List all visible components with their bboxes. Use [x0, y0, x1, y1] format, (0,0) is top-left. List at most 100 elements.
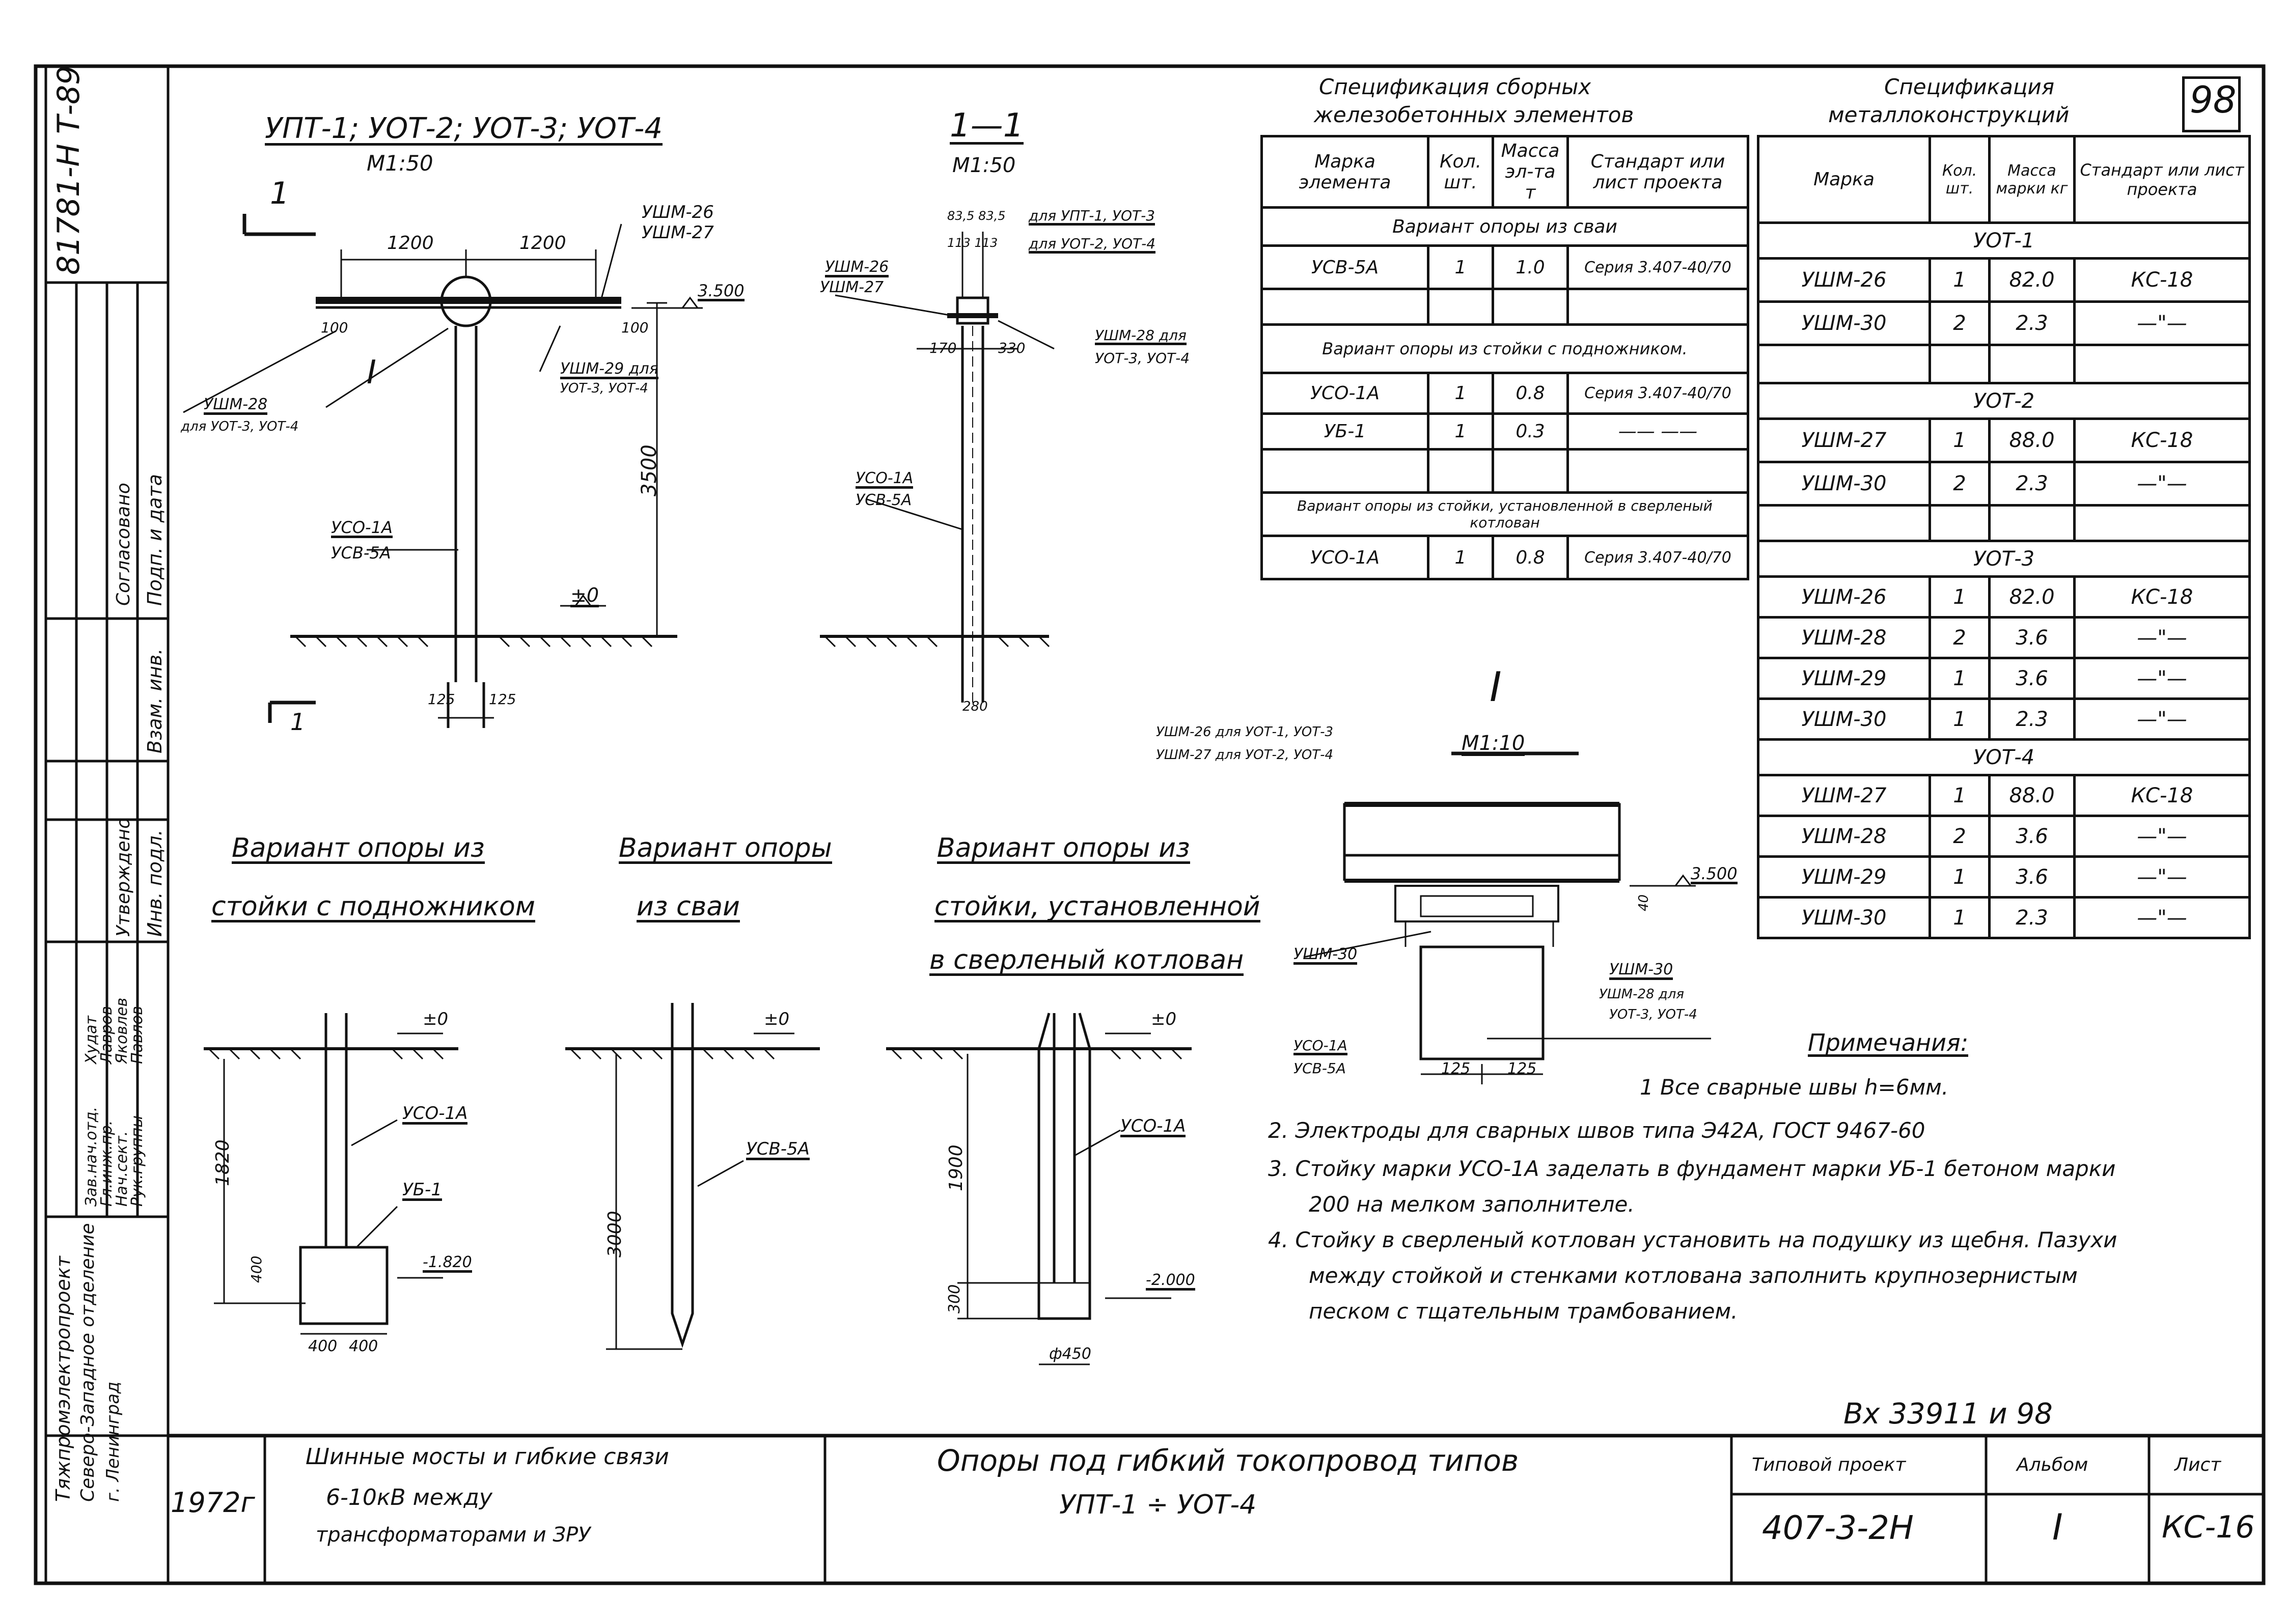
- spec-m-g3-r2-mark: УШМ-28: [1757, 616, 1931, 659]
- detail-dim-40: 40: [1636, 894, 1651, 911]
- notes-title: Примечания:: [1808, 1029, 1969, 1057]
- spec-m-g3-r2-qty: 2: [1929, 616, 1991, 659]
- spec-m-g4-r2-qty: 2: [1929, 815, 1991, 858]
- spec-m-group-1: УОТ-1: [1757, 221, 2251, 260]
- section-dim-b: 113 113: [947, 236, 998, 250]
- spec-m-g3-r3-mark: УШМ-29: [1757, 657, 1931, 700]
- spec-m-g3-r1-qty: 1: [1929, 575, 1991, 619]
- spec-m-g3-r3-standard: —"—: [2073, 657, 2251, 700]
- spec-r-section-1: Вариант опоры из сваи: [1260, 206, 1749, 247]
- spec-m-group-4: УОТ-4: [1757, 738, 2251, 776]
- header-typical-project: Типовой проект: [1752, 1454, 1906, 1475]
- dim-100-left: 100: [321, 319, 348, 336]
- dim-1200-left: 1200: [387, 233, 434, 254]
- section-dim-170: 170: [929, 340, 957, 356]
- spec-reinforced-title-2: железобетонных элементов: [1314, 102, 1634, 127]
- label-ushm28-note-main: для УОТ-3, УОТ-4: [181, 419, 299, 434]
- spec-m-g4-r1-mark: УШМ-27: [1757, 774, 1931, 817]
- spec-m-g2-r2-mass: 2.3: [1988, 461, 2076, 507]
- note-2: 2. Электроды для сварных швов типа Э42А,…: [1268, 1118, 1925, 1143]
- label-ushm26: УШМ-26: [642, 202, 714, 222]
- variant-3-title-line1: Вариант опоры из: [937, 833, 1190, 864]
- spec-m-g4-r3-qty: 1: [1929, 855, 1991, 899]
- spec-r-row-3-mass: 0.3: [1492, 412, 1569, 451]
- spec-r-row-1-standard: Серия 3.407-40/70: [1566, 244, 1749, 290]
- detail-dim-125-left: 125: [1441, 1060, 1471, 1078]
- main-view-title: УПТ-1; УОТ-2; УОТ-3; УОТ-4: [265, 112, 663, 146]
- spec-metal-table: Марка Кол. шт. Масса марки кг Стандарт и…: [1757, 135, 2251, 939]
- detail-label-usv5a: УСВ-5А: [1293, 1060, 1346, 1077]
- spec-m-header-standard: Стандарт или лист проекта: [2073, 135, 2251, 224]
- title-year: 1972г: [171, 1487, 255, 1519]
- detail-callout: I: [367, 354, 376, 391]
- spec-m-g4-r1-mass: 88.0: [1988, 774, 2076, 817]
- label-usv5a-main: УСВ-5А: [331, 543, 391, 563]
- spec-m-g2-r2-qty: 2: [1929, 461, 1991, 507]
- spec-m-g2-r1-mass: 88.0: [1988, 417, 2076, 463]
- section-dim-a: 83,5 83,5: [947, 209, 1006, 223]
- spec-r-header-mark: Марка элемента: [1260, 135, 1429, 209]
- detail-label-ushm26: УШМ-26 для УОТ-1, УОТ-3: [1156, 724, 1334, 740]
- header-sheet: Лист: [2174, 1454, 2221, 1475]
- label-ushm29-main: УШМ-29 для: [560, 361, 658, 379]
- spec-m-g1-r2-mass: 2.3: [1988, 300, 2076, 346]
- left-stamp-column: [44, 65, 170, 1585]
- stamp-name-2: Лавров: [98, 1006, 116, 1064]
- spec-r-row-3-standard: —— ——: [1566, 412, 1749, 451]
- spec-r-row-4-qty: 1: [1427, 535, 1494, 580]
- note-3a: 3. Стойку марки УСО-1А заделать в фундам…: [1268, 1156, 2116, 1181]
- project-name-2: 6-10кВ между: [326, 1485, 492, 1510]
- dim-125-right: 125: [489, 691, 516, 708]
- spec-r-row-1-mark: УСВ-5А: [1260, 244, 1429, 290]
- detail-label-ushm30-left: УШМ-30: [1293, 947, 1358, 965]
- stamp-name-1: Худат: [82, 1016, 100, 1064]
- variant-1-uso: УСО-1А: [402, 1103, 468, 1125]
- spec-r-header-mass: Масса эл-та т: [1492, 135, 1569, 209]
- spec-r-row-2-qty: 1: [1427, 372, 1494, 415]
- spec-m-header-mass: Масса марки кг: [1988, 135, 2076, 224]
- spec-m-g4-r2-standard: —"—: [2073, 815, 2251, 858]
- variant-1-drawing: [204, 1013, 458, 1335]
- spec-m-g4-r4-standard: —"—: [2073, 896, 2251, 939]
- drawing-title-2: УПТ-1 ÷ УОТ-4: [1059, 1490, 1257, 1520]
- section-label-ushm28: УШМ-28 для: [1095, 328, 1187, 345]
- detail-scale: М1:10: [1462, 732, 1525, 756]
- outer-frame: [34, 64, 2266, 1585]
- side-label-4: Согласовано: [113, 483, 134, 606]
- spec-reinforced-title-1: Спецификация сборных: [1319, 74, 1591, 99]
- spec-r-row-2-standard: Серия 3.407-40/70: [1566, 372, 1749, 415]
- dim-1200-right: 1200: [519, 233, 566, 254]
- variant-3-dim-1900: 1900: [946, 1144, 967, 1191]
- spec-m-header-qty: Кол. шт.: [1929, 135, 1991, 224]
- spec-m-g3-r2-standard: —"—: [2073, 616, 2251, 659]
- variant-2-title-line1: Вариант опоры: [619, 833, 832, 864]
- spec-r-row-4-standard: Серия 3.407-40/70: [1566, 535, 1749, 580]
- spec-metal-title-2: металлоконструкций: [1828, 102, 2070, 127]
- variant-2-zero: ±0: [764, 1009, 790, 1029]
- incoming-reference: Вх 33911 и 98: [1843, 1397, 2053, 1431]
- main-view-scale: М1:50: [367, 151, 433, 176]
- note-1: 1 Все сварные швы h=6мм.: [1640, 1075, 1949, 1100]
- spec-m-g4-r2-mark: УШМ-28: [1757, 815, 1931, 858]
- spec-m-g3-r1-mass: 82.0: [1988, 575, 2076, 619]
- section-note-b: для УОТ-2, УОТ-4: [1029, 237, 1156, 254]
- spec-r-section-3: Вариант опоры из стойки, установленной в…: [1260, 491, 1749, 537]
- spec-m-g2-r1-mark: УШМ-27: [1757, 417, 1931, 463]
- spec-r-row-1-mass: 1.0: [1492, 244, 1569, 290]
- album-number: I: [2052, 1506, 2063, 1548]
- spec-m-g4-r4-mass: 2.3: [1988, 896, 2076, 939]
- main-view: [183, 214, 703, 728]
- spec-m-g4-r3-mark: УШМ-29: [1757, 855, 1931, 899]
- cut-mark-top: 1: [270, 176, 290, 211]
- variant-3-drawing: [886, 1013, 1192, 1365]
- note-3b: 200 на мелком заполнителе.: [1309, 1192, 1635, 1217]
- section-label-ushm27: УШМ-27: [820, 278, 884, 296]
- variant-1-title-line2: стойки с подножником: [211, 891, 536, 922]
- page-number: 98: [2190, 78, 2237, 121]
- spec-m-g1-r1-qty: 1: [1929, 257, 1991, 303]
- spec-m-g4-r3-mass: 3.6: [1988, 855, 2076, 899]
- spec-r-row-2-mark: УСО-1А: [1260, 372, 1429, 415]
- side-label-5: Утверждено: [113, 817, 134, 937]
- spec-m-g3-r4-qty: 1: [1929, 697, 1991, 741]
- variant-3-dim-300: 300: [946, 1284, 963, 1313]
